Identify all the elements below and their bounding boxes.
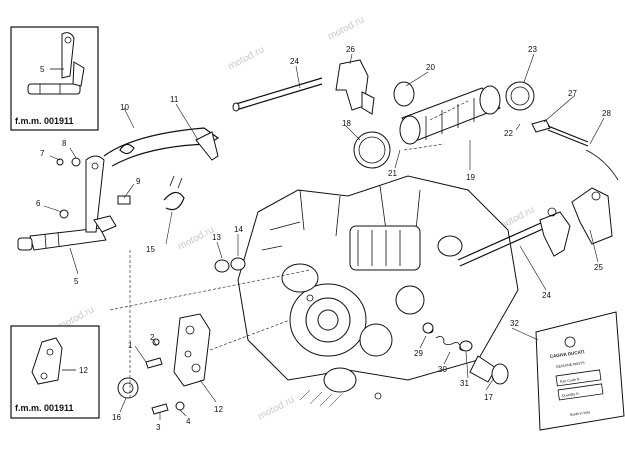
callout-25: 25 xyxy=(594,263,603,272)
callout-19: 19 xyxy=(466,173,475,182)
callout-12: 12 xyxy=(214,405,223,414)
callout-11: 11 xyxy=(170,95,179,104)
callout-32: 32 xyxy=(510,319,519,328)
callout-24: 24 xyxy=(290,57,299,66)
leader-lines xyxy=(43,53,605,420)
detent-assembly xyxy=(422,322,509,385)
callout-9: 9 xyxy=(136,177,141,186)
selector-plate-assembly xyxy=(109,250,311,415)
fork-rod-assembly xyxy=(457,187,613,267)
callout-30: 30 xyxy=(438,365,447,374)
watermark: motod.ru xyxy=(226,44,266,72)
package-field-2: Quantity N xyxy=(562,392,580,398)
callout-31: 31 xyxy=(460,379,469,388)
callout-26: 26 xyxy=(346,45,355,54)
callout-12-inset: 12 xyxy=(79,366,88,375)
callout-22: 22 xyxy=(504,129,513,138)
callout-5: 5 xyxy=(74,277,79,286)
package-field-1: Part Code N xyxy=(560,377,581,384)
engine-crankcase xyxy=(237,175,519,407)
callout-15: 15 xyxy=(146,245,155,254)
callout-27: 27 xyxy=(568,89,577,98)
callout-18: 18 xyxy=(342,119,351,128)
callout-17: 17 xyxy=(484,393,493,402)
callout-5-inset: 5 xyxy=(40,65,45,74)
package-footer: Made in Italy xyxy=(570,410,591,417)
callout-labels: 1 2 3 4 5 6 7 8 9 10 11 12 13 14 15 16 1… xyxy=(36,45,611,432)
callout-1: 1 xyxy=(128,341,133,350)
genuine-parts-package: CAGIVA DUCATI GENUINE PARTS Part Code N … xyxy=(535,311,625,431)
callout-24-right: 24 xyxy=(542,291,551,300)
callout-6: 6 xyxy=(36,199,41,208)
callout-4: 4 xyxy=(186,417,191,426)
callout-7: 7 xyxy=(40,149,45,158)
callout-10: 10 xyxy=(120,103,129,112)
inset-box-top: 5 f.m.m. 001911 xyxy=(10,26,99,131)
package-brand: CAGIVA DUCATI xyxy=(549,349,584,359)
watermark: motod.ru xyxy=(176,224,216,252)
callout-3: 3 xyxy=(156,423,161,432)
inset-box-bottom: 12 f.m.m. 001911 xyxy=(10,325,100,419)
watermark: motod.ru xyxy=(326,14,366,42)
callout-23: 23 xyxy=(528,45,537,54)
inset-label-bottom: f.m.m. 001911 xyxy=(15,403,74,413)
callout-28: 28 xyxy=(602,109,611,118)
callout-8: 8 xyxy=(62,139,67,148)
callout-29: 29 xyxy=(414,349,423,358)
callout-20: 20 xyxy=(426,63,435,72)
package-subtitle: GENUINE PARTS xyxy=(556,361,586,369)
callout-2: 2 xyxy=(150,333,155,342)
shift-drum-assembly xyxy=(232,59,619,181)
inset-label-top: f.m.m. 001911 xyxy=(15,116,74,126)
callout-21: 21 xyxy=(388,169,397,178)
callout-14: 14 xyxy=(234,225,243,234)
callout-13: 13 xyxy=(212,233,221,242)
callout-16: 16 xyxy=(112,413,121,422)
shift-shaft-assembly xyxy=(17,127,220,251)
watermark: motod.ru xyxy=(256,394,296,422)
